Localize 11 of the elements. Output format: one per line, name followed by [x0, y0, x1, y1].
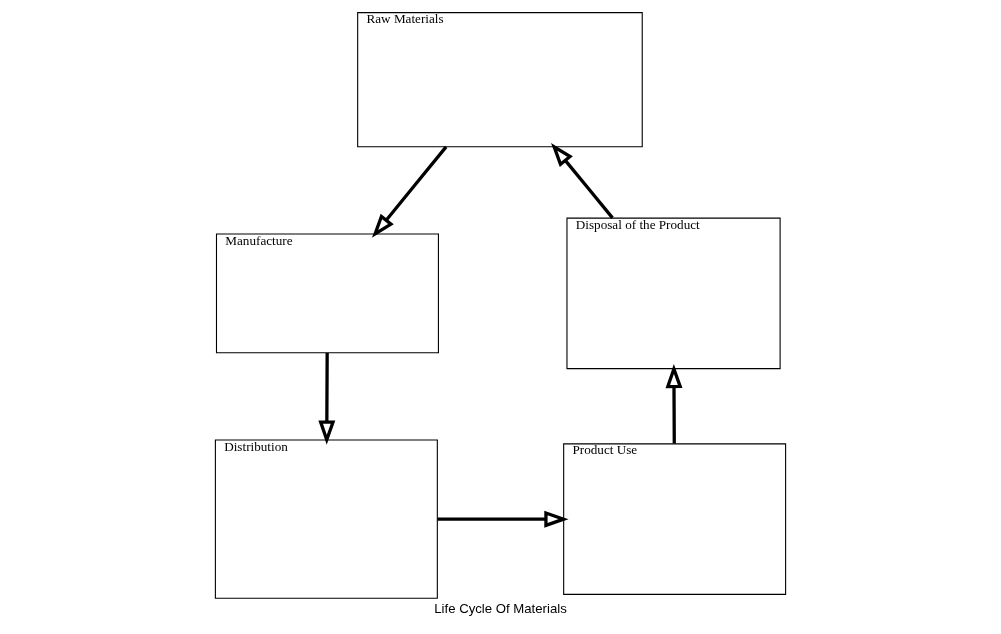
arrow: [437, 510, 569, 528]
node-box: Product Use: [563, 443, 787, 595]
arrow: [551, 143, 614, 219]
diagram-title: Life Cycle Of Materials: [434, 601, 567, 617]
node-box: Manufacture: [215, 233, 439, 354]
node-box: Distribution: [214, 439, 438, 599]
arrow: [665, 363, 683, 444]
node-box: Disposal of the Product: [566, 217, 781, 370]
node-box: Raw Materials: [357, 12, 643, 148]
arrow: [371, 145, 448, 238]
arrow: [318, 352, 336, 445]
